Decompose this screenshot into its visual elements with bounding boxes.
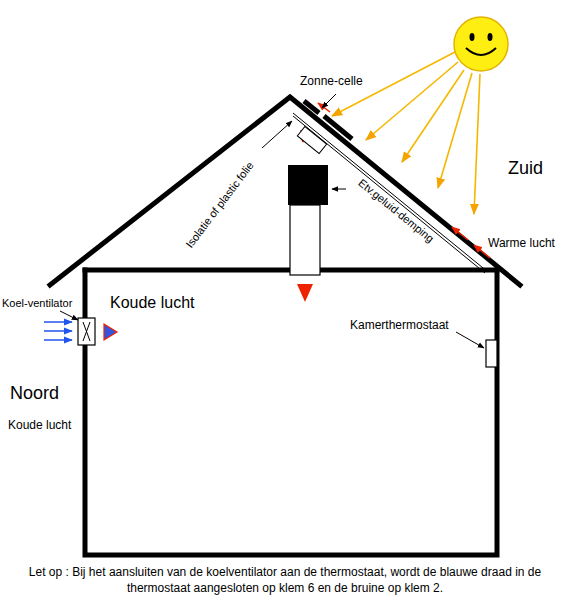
sun bbox=[454, 17, 508, 71]
thermostat-label: Kamerthermostaat bbox=[350, 318, 449, 332]
room-thermostat bbox=[486, 340, 497, 367]
warm-air-arrows bbox=[300, 103, 490, 258]
compass-label: Zuid bbox=[508, 158, 543, 180]
air-label: Koude lucht bbox=[8, 418, 71, 432]
leader-lines bbox=[60, 94, 484, 348]
solar-cell-label: Zonne-celle bbox=[300, 74, 363, 88]
caption: Let op : Bij het aansluiten van de koelv… bbox=[22, 564, 548, 596]
air-label: Koude lucht bbox=[110, 293, 195, 312]
air-label: Warme lucht bbox=[488, 236, 555, 250]
attic-fan-unit bbox=[288, 127, 328, 302]
cooling-fan bbox=[44, 318, 117, 345]
compass-label: Noord bbox=[10, 383, 59, 405]
house-outline bbox=[50, 97, 520, 555]
fan-label: Koel-ventilator bbox=[2, 297, 72, 310]
